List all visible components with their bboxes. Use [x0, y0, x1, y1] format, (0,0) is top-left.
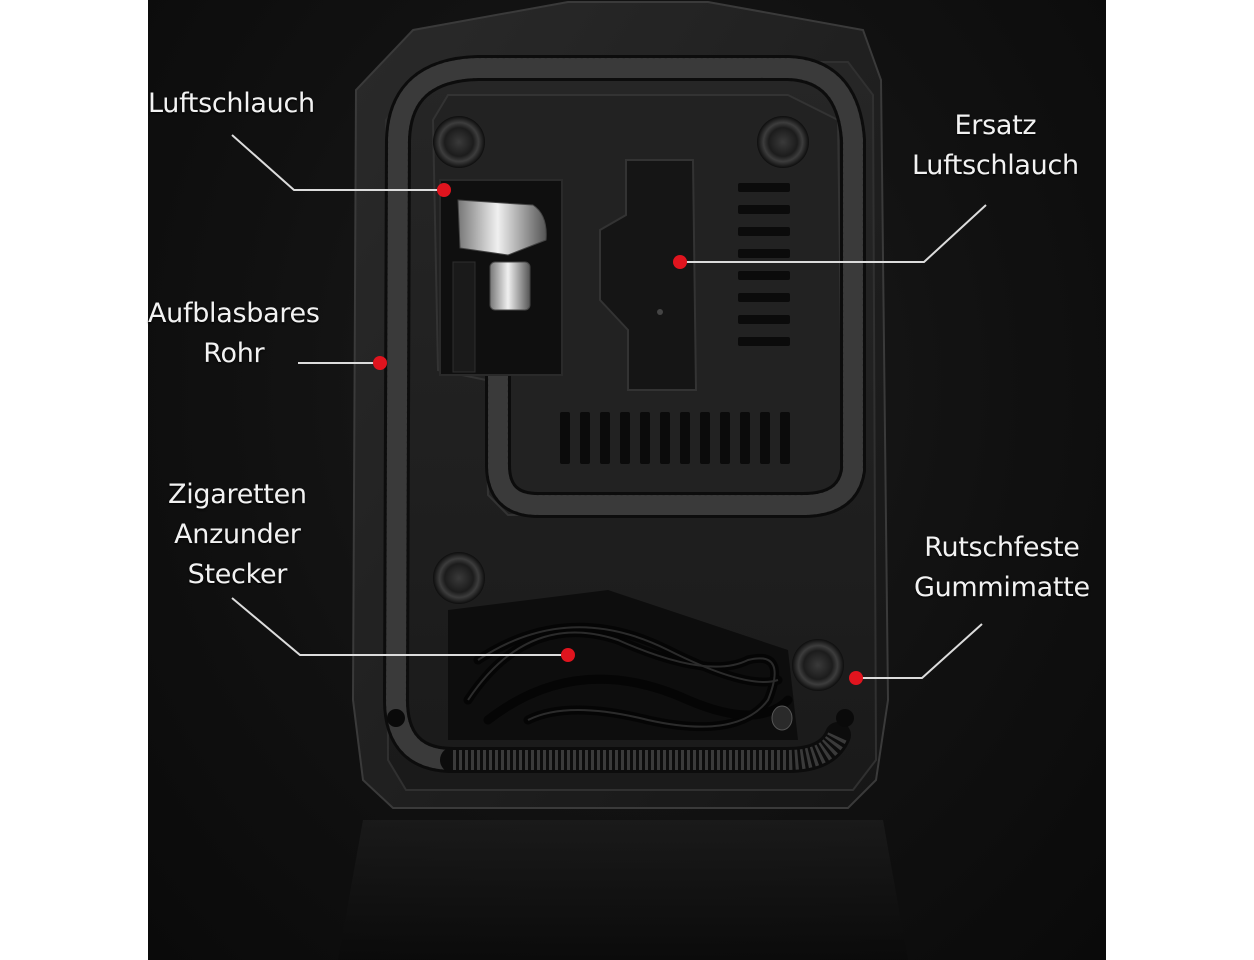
- cable-compartment: [448, 590, 798, 740]
- callout-leaders: [231, 134, 987, 679]
- label-line: Zigaretten: [168, 479, 307, 510]
- label-line: Anzunder: [174, 519, 301, 550]
- marker-luftschlauch: [437, 183, 451, 197]
- side-vents: [738, 183, 790, 346]
- rubber-feet: [433, 116, 844, 691]
- marker-ersatz: [673, 255, 687, 269]
- chrome-nozzle: [457, 199, 547, 256]
- label-line: Gummimatte: [914, 572, 1090, 603]
- label-line: Aufblasbares: [148, 298, 320, 329]
- air-compressor-illustration: [231, 1, 987, 960]
- label-line: Rutschfeste: [924, 532, 1080, 563]
- label-zigaretten-anzunder-stecker: Zigaretten Anzunder Stecker: [168, 475, 307, 595]
- label-luftschlauch: Luftschlauch: [148, 84, 315, 124]
- label-aufblasbares-rohr: Aufblasbares Rohr: [148, 294, 320, 374]
- floor-reflection: [338, 820, 908, 960]
- label-line: Ersatz: [954, 110, 1037, 141]
- marker-zigaretten: [561, 648, 575, 662]
- marker-rutschfeste: [849, 671, 863, 685]
- spare-hose-compartment: [599, 159, 698, 391]
- label-line: Luftschlauch: [912, 150, 1079, 181]
- marker-aufblasbares: [373, 356, 387, 370]
- bottom-vents: [560, 412, 790, 464]
- label-line: Rohr: [203, 338, 265, 369]
- product-photo: [148, 0, 1106, 960]
- label-line: Luftschlauch: [148, 88, 315, 119]
- label-line: Stecker: [187, 559, 288, 590]
- label-ersatz-luftschlauch: Ersatz Luftschlauch: [912, 106, 1079, 186]
- label-rutschfeste-gummimatte: Rutschfeste Gummimatte: [914, 528, 1090, 608]
- red-markers: [373, 183, 863, 685]
